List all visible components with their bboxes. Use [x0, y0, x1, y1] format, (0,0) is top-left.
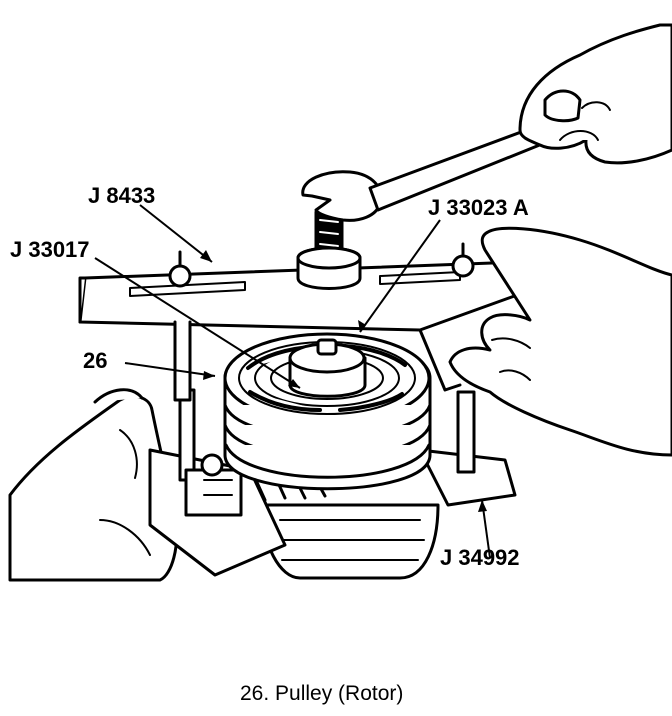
puller-legs	[173, 320, 462, 402]
left-hand	[8, 388, 179, 582]
label-j34992: J 34992	[440, 545, 520, 570]
label-26: 26	[83, 348, 107, 373]
label-j8433: J 8433	[88, 183, 155, 208]
leader-arrowheads	[200, 250, 487, 512]
compressor-body	[260, 503, 440, 580]
figure-caption: 26. Pulley (Rotor)	[240, 682, 403, 705]
forcing-screw	[296, 210, 362, 290]
right-hand-wrench	[518, 23, 672, 165]
label-j33023a: J 33023 A	[428, 195, 529, 220]
pilot-j33017	[288, 338, 367, 398]
leader-lines	[94, 204, 491, 559]
right-hand-fixture	[448, 226, 672, 457]
label-j33017: J 33017	[10, 237, 90, 262]
puller-crossbar-j8433	[78, 242, 547, 332]
